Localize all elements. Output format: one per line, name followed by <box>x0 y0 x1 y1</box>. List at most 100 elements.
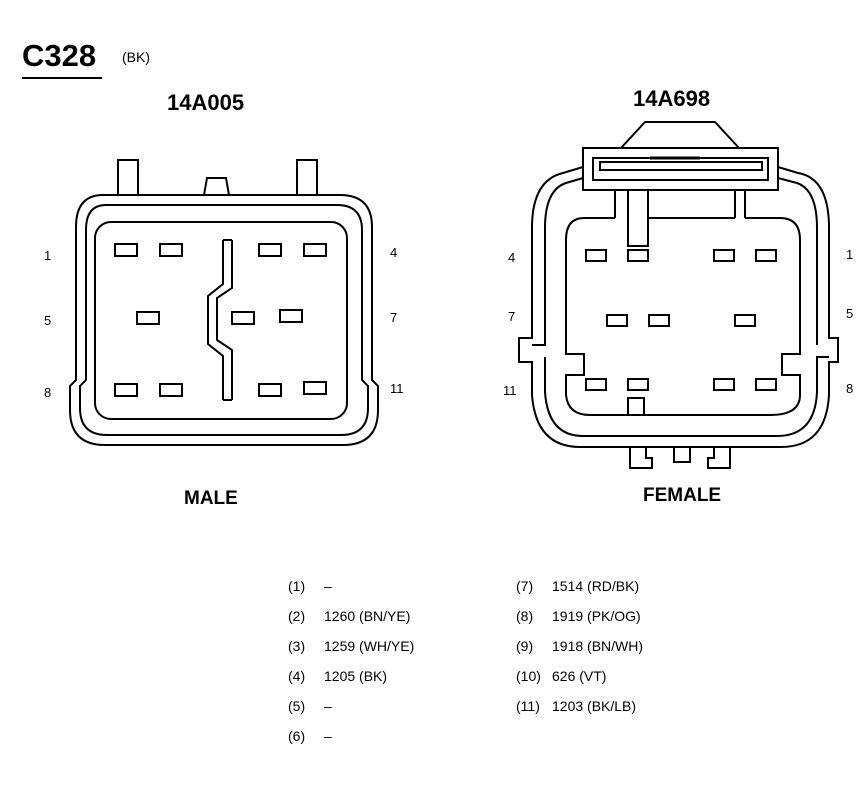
male-terminal-8 <box>303 381 327 395</box>
female-latch-slot <box>599 161 763 171</box>
pinout-pin-number: (1) <box>288 578 306 594</box>
pinout-circuit: 1259 (WH/YE) <box>324 638 415 654</box>
female-face <box>565 217 801 416</box>
female-pin-number-top-left: 4 <box>508 250 516 265</box>
pinout-circuit: 1514 (RD/BK) <box>552 578 640 594</box>
pinout-row: (7) 1514 (RD/BK) <box>516 578 643 598</box>
male-outer-shell <box>69 194 379 446</box>
pinout-pin-number: (5) <box>288 698 306 714</box>
pinout-row: (6) – <box>288 728 414 748</box>
male-terminal-11 <box>114 383 138 397</box>
pinout-circuit: – <box>324 578 332 594</box>
female-latch-housing <box>582 147 779 191</box>
male-pin-number-top-right: 4 <box>390 245 398 260</box>
pinout-row: (2) 1260 (BN/YE) <box>288 608 414 628</box>
connector-id-underline <box>22 77 102 79</box>
male-top-tab-left <box>117 159 139 196</box>
female-terminal-6 <box>648 314 670 327</box>
female-terminal-11 <box>585 378 607 391</box>
male-terminals <box>114 243 327 397</box>
male-terminal-4 <box>114 243 138 257</box>
pinout-circuit: – <box>324 728 332 744</box>
male-pin-number-bottom-left: 8 <box>44 385 52 400</box>
pinout-pin-number: (9) <box>516 638 534 654</box>
male-terminal-3 <box>159 243 183 257</box>
female-face-notch <box>627 397 645 415</box>
male-pin-number-mid-right: 7 <box>390 310 398 325</box>
female-terminal-2 <box>713 249 735 262</box>
connector-color: (BK) <box>122 49 150 65</box>
male-label: MALE <box>184 488 238 509</box>
pinout-pin-number: (6) <box>288 728 306 744</box>
female-pin-number-bottom-left: 11 <box>503 383 517 398</box>
pinout-pin-number: (7) <box>516 578 534 594</box>
pinout-circuit: 1205 (BK) <box>324 668 388 684</box>
female-part-number: 14A698 <box>633 86 711 111</box>
pinout-row: (11) 1203 (BK/LB) <box>516 698 643 718</box>
pinout-row: (8) 1919 (PK/OG) <box>516 608 643 628</box>
pinout-circuit: 1919 (PK/OG) <box>552 608 641 624</box>
female-bottom-tab-center <box>673 447 691 463</box>
pinout-list-left: (1) – (2) 1260 (BN/YE) (3) 1259 (WH/YE) (4) 120… <box>288 578 414 758</box>
female-latch-leg-right <box>734 190 746 218</box>
female-bottom-tab-left <box>629 447 653 469</box>
female-terminal-10 <box>627 378 649 391</box>
male-terminal-6 <box>231 311 255 325</box>
female-terminal-3 <box>627 249 649 262</box>
female-pin-number-top-right: 1 <box>846 247 854 262</box>
female-pin-number-mid-left: 7 <box>508 309 516 324</box>
pinout-pin-number: (2) <box>288 608 306 624</box>
pinout-pin-number: (8) <box>516 608 534 624</box>
male-top-tab-right <box>296 159 318 196</box>
male-terminal-7 <box>136 311 160 325</box>
pinout-circuit: 1918 (BN/WH) <box>552 638 644 654</box>
pinout-row: (1) – <box>288 578 414 598</box>
pinout-pin-number: (11) <box>516 698 540 714</box>
female-latch-top <box>620 121 740 149</box>
male-part-number: 14A005 <box>167 90 245 115</box>
female-terminal-8 <box>755 378 777 391</box>
pinout-pin-number: (3) <box>288 638 306 654</box>
male-key-right <box>216 240 233 400</box>
male-terminal-1 <box>303 243 327 257</box>
female-connector-drawing <box>518 121 839 469</box>
male-terminal-2 <box>258 243 282 257</box>
pinout-pin-number: (10) <box>516 668 541 684</box>
female-label: FEMALE <box>643 485 722 506</box>
pinout-row: (4) 1205 (BK) <box>288 668 414 688</box>
pinout-list-right: (7) 1514 (RD/BK) (8) 1919 (PK/OG) (9) 1918 (B… <box>516 578 643 728</box>
female-pin-number-bottom-right: 8 <box>846 381 854 396</box>
pinout-row: (9) 1918 (BN/WH) <box>516 638 643 658</box>
male-key-left <box>207 240 224 400</box>
male-face <box>94 221 348 420</box>
male-terminal-9 <box>258 383 282 397</box>
female-latch-leg-left <box>614 190 649 247</box>
connector-id: C328 <box>22 38 97 73</box>
female-terminal-7 <box>606 314 628 327</box>
male-pin-number-bottom-right: 11 <box>390 381 404 396</box>
male-shell-inner-outline <box>79 204 369 436</box>
pinout-row: (10) 626 (VT) <box>516 668 643 688</box>
female-bottom-tab-right <box>707 447 731 469</box>
pinout-circuit: – <box>324 698 332 714</box>
female-terminal-4 <box>585 249 607 262</box>
pinout-circuit: 626 (VT) <box>552 668 607 684</box>
female-terminals <box>585 249 777 391</box>
female-terminal-9 <box>713 378 735 391</box>
male-terminal-10 <box>159 383 183 397</box>
female-pin-number-mid-right: 5 <box>846 306 854 321</box>
male-pin-number-mid-left: 5 <box>44 313 52 328</box>
pinout-row: (5) – <box>288 698 414 718</box>
male-top-tab-center <box>203 177 230 196</box>
female-terminal-1 <box>755 249 777 262</box>
female-terminal-5 <box>734 314 756 327</box>
pinout-circuit: 1203 (BK/LB) <box>552 698 637 714</box>
male-terminal-5 <box>279 309 303 323</box>
pinout-row: (3) 1259 (WH/YE) <box>288 638 414 658</box>
pinout-circuit: 1260 (BN/YE) <box>324 608 411 624</box>
male-pin-number-top-left: 1 <box>44 248 52 263</box>
pinout-pin-number: (4) <box>288 668 306 684</box>
female-shell-inner-outline <box>532 177 829 437</box>
male-connector-drawing <box>69 159 379 446</box>
